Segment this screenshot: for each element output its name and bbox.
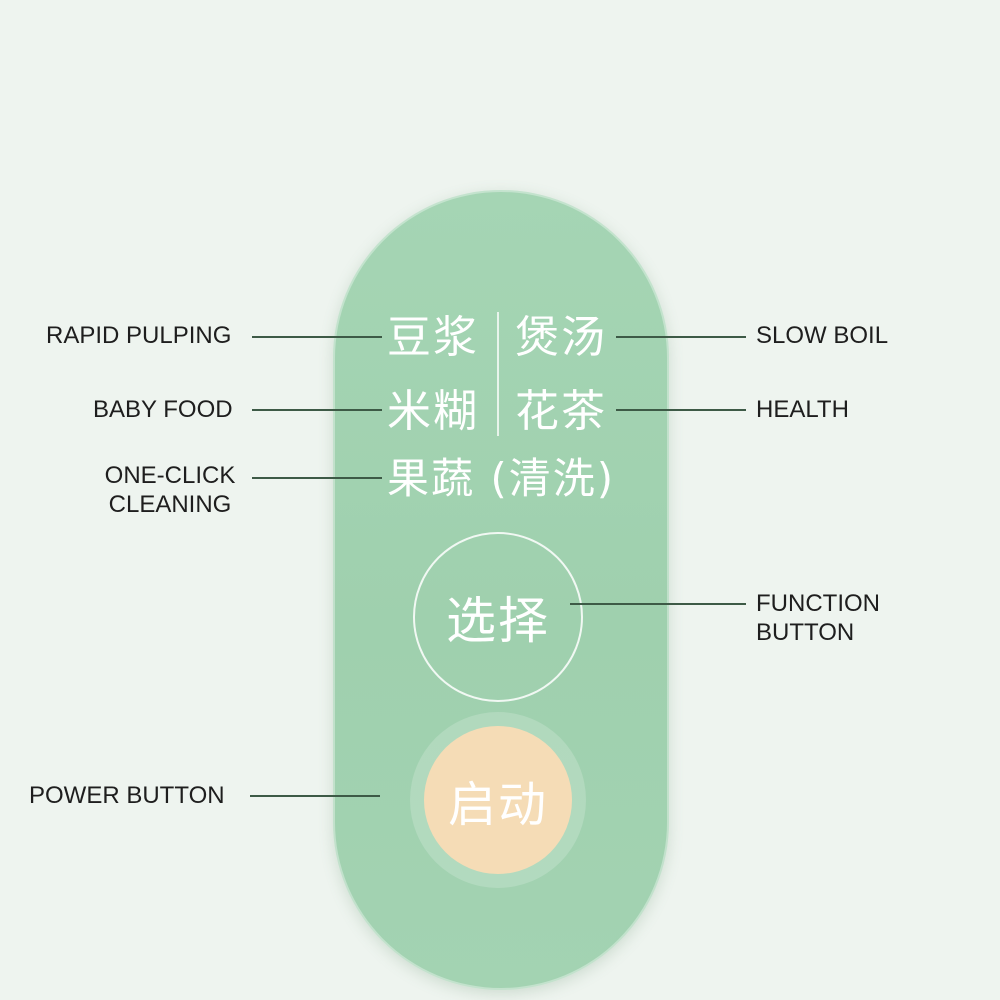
mode-slow-boil[interactable]: 煲汤 <box>515 312 607 363</box>
mode-divider <box>497 312 499 436</box>
callout-rapid-pulping: RAPID PULPING <box>46 322 232 349</box>
leader-line-power-button <box>250 795 380 797</box>
callout-function-line2: BUTTON <box>756 619 855 646</box>
callout-function-line1: FUNCTION <box>756 590 880 617</box>
callout-slow-boil: SLOW BOIL <box>756 322 889 349</box>
leader-line-slow-boil <box>616 336 746 338</box>
leader-line-health <box>616 409 746 411</box>
mode-rice-paste[interactable]: 米糊 <box>387 386 479 437</box>
mode-soy-milk[interactable]: 豆浆 <box>387 312 479 363</box>
leader-line-rapid-pulping <box>252 336 382 338</box>
callout-baby-food: BABY FOOD <box>93 396 233 423</box>
mode-flower-tea[interactable]: 花茶 <box>515 386 607 437</box>
power-button-ring: 启动 <box>410 712 586 888</box>
callout-one-click-line1: ONE-CLICK <box>104 462 236 489</box>
power-button[interactable]: 启动 <box>424 726 572 874</box>
leader-line-function-button <box>570 603 746 605</box>
select-button-label: 选择 <box>446 592 550 650</box>
mode-fruit-veg-clean[interactable]: 果蔬 (清洗) <box>387 454 616 503</box>
callout-health: HEALTH <box>756 396 849 423</box>
power-button-label: 启动 <box>447 777 548 833</box>
select-button[interactable]: 选择 <box>413 532 583 702</box>
leader-line-one-click <box>252 477 382 479</box>
callout-one-click-line2: CLEANING <box>108 491 232 518</box>
leader-line-baby-food <box>252 409 382 411</box>
callout-power-button: POWER BUTTON <box>29 782 225 809</box>
